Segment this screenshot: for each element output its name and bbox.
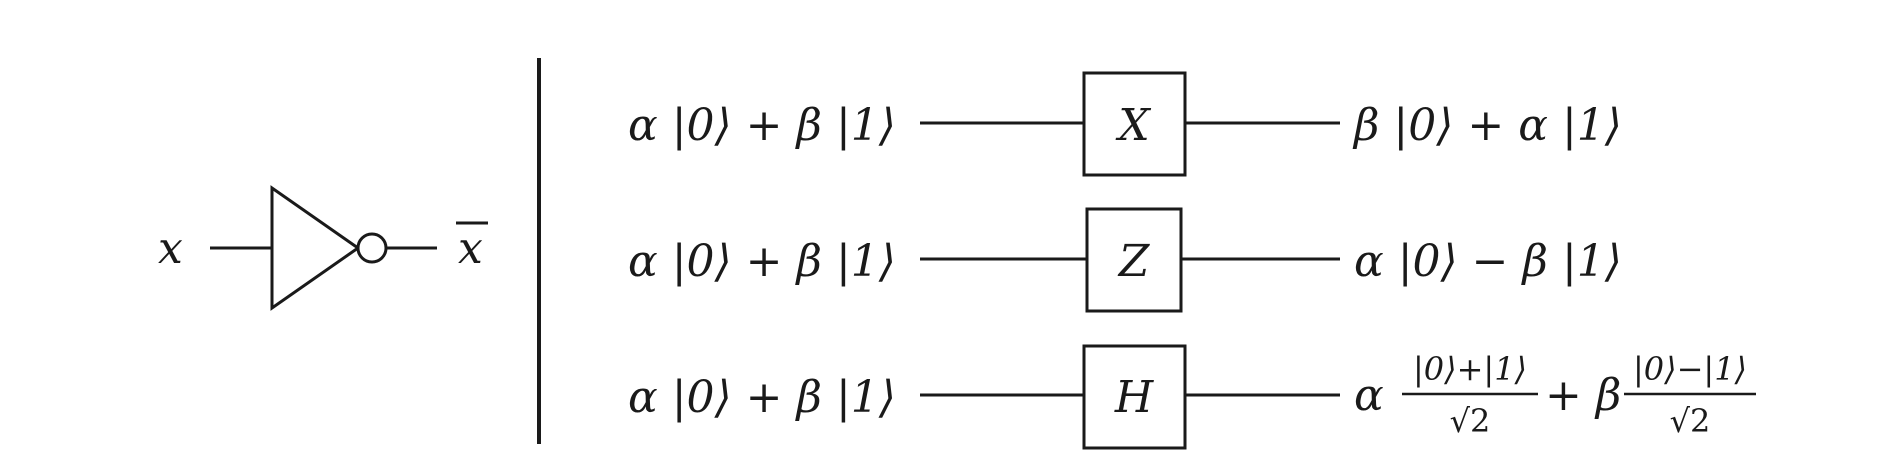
not-output-label: x	[458, 223, 483, 274]
row-x-output: β |0⟩ + α |1⟩	[1352, 100, 1622, 151]
row-x-input: α |0⟩ + β |1⟩	[628, 100, 896, 151]
not-gate: x x	[158, 185, 488, 311]
h-out-frac2-num: |0⟩−|1⟩	[1633, 350, 1747, 388]
h-out-frac1-num: |0⟩+|1⟩	[1413, 350, 1527, 388]
gate-row-x: α |0⟩ + β |1⟩ X β |0⟩ + α |1⟩	[628, 71, 1622, 177]
h-gate-box	[1082, 344, 1187, 450]
h-out-alpha: α	[1354, 370, 1384, 421]
not-triangle	[270, 185, 361, 311]
row-h-input: α |0⟩ + β |1⟩	[628, 372, 896, 423]
z-gate-label: Z	[1117, 236, 1151, 287]
h-out-frac1-den: √2	[1450, 402, 1491, 440]
row-z-input: α |0⟩ + β |1⟩	[628, 236, 896, 287]
gate-row-z: α |0⟩ + β |1⟩ Z α |0⟩ − β |1⟩	[628, 207, 1622, 313]
h-gate-label: H	[1114, 372, 1155, 423]
row-z-output: α |0⟩ − β |1⟩	[1354, 236, 1622, 287]
h-out-frac2-den: √2	[1670, 402, 1711, 440]
gate-row-h: α |0⟩ + β |1⟩ H α |0⟩+|1⟩ √2 + β |0⟩−|1⟩…	[628, 344, 1756, 450]
z-gate-box	[1085, 207, 1183, 313]
x-gate-label: X	[1115, 100, 1151, 151]
not-bubble	[356, 232, 388, 264]
h-out-plus-beta: + β	[1545, 370, 1621, 421]
not-input-label: x	[158, 223, 183, 274]
